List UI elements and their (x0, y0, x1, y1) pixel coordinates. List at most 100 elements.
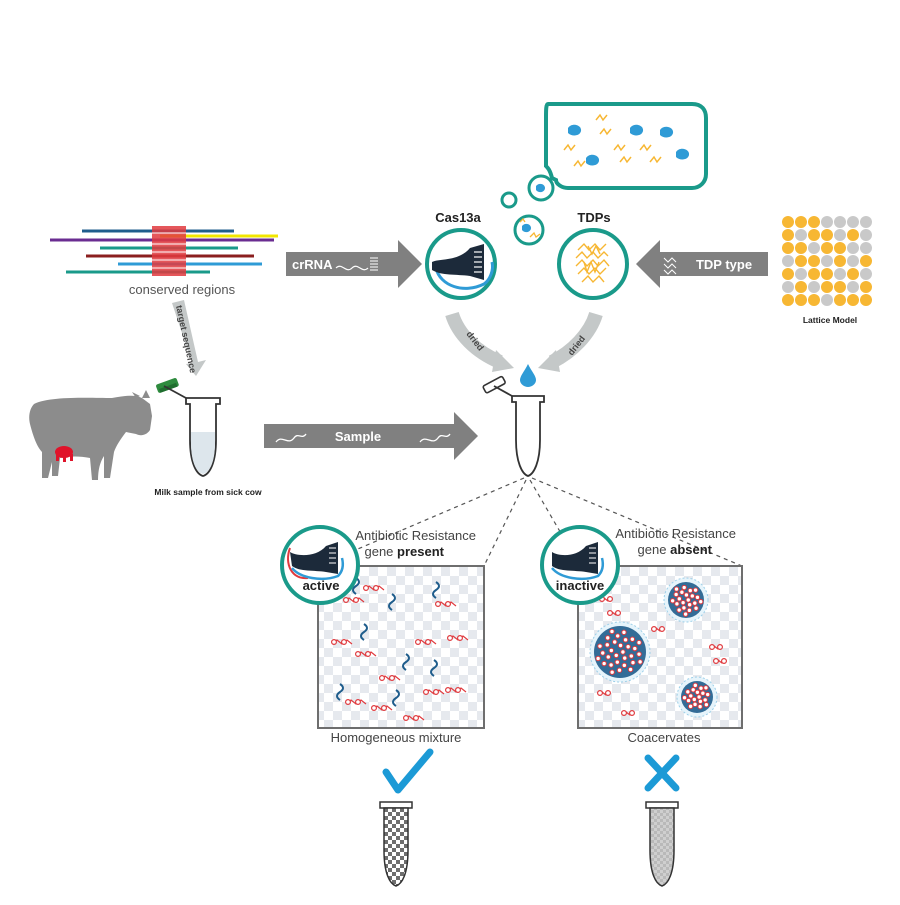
active-cas13a-icon (280, 525, 360, 605)
cross-icon (644, 754, 680, 792)
blue-squiggle (432, 581, 440, 599)
lattice-site (795, 255, 807, 267)
lattice-site (808, 229, 820, 241)
present-gene-prefix: gene (364, 544, 397, 559)
red-chain (447, 634, 469, 641)
lattice-site (782, 294, 794, 306)
absent-gene-prefix: gene (638, 542, 671, 557)
cow-icon (29, 390, 152, 480)
lattice-site (795, 268, 807, 280)
lattice-site (834, 294, 846, 306)
blue-squiggle (352, 577, 360, 595)
blue-squiggle (392, 689, 400, 707)
red-chain (403, 714, 425, 721)
lattice-site (795, 216, 807, 228)
result-tube-coacervates (645, 801, 679, 887)
cow-udder (55, 446, 73, 462)
lattice-site (860, 229, 872, 241)
conserved-regions-sequences (50, 226, 278, 276)
red-chain (363, 584, 385, 591)
lattice-site (847, 281, 859, 293)
red-chain (331, 638, 353, 645)
lattice-site (782, 242, 794, 254)
lattice-site (795, 281, 807, 293)
dried-arrow-right (538, 311, 603, 372)
target-sequence-label: target sequence (174, 304, 198, 374)
present-bold-word: present (397, 544, 445, 559)
checkmark-icon (382, 748, 434, 794)
lattice-model-label: Lattice Model (803, 315, 857, 325)
lattice-site (847, 216, 859, 228)
lattice-site (821, 216, 833, 228)
lattice-site (834, 255, 846, 267)
lattice-site (860, 294, 872, 306)
blue-squiggle (336, 683, 344, 701)
red-chain (343, 596, 365, 603)
lattice-site (808, 294, 820, 306)
target-sequence-arrow (172, 300, 206, 376)
conserved-regions-label: conserved regions (129, 282, 236, 297)
homogeneous-label: Homogeneous mixture (331, 730, 462, 745)
lattice-site (808, 242, 820, 254)
coacervate-droplet (589, 621, 651, 683)
red-chain (435, 600, 457, 607)
sample-arrow (264, 412, 478, 460)
lattice-site (808, 281, 820, 293)
red-chain (596, 689, 611, 696)
inactive-label: inactive (556, 578, 604, 593)
lattice-site (782, 281, 794, 293)
red-chain (379, 674, 401, 681)
tdps-label: TDPs (577, 210, 610, 225)
coacervate-droplet (676, 676, 718, 718)
blue-squiggle (430, 659, 438, 677)
homogeneous-particles (331, 577, 469, 721)
red-chain (712, 657, 727, 664)
result-tube-homogeneous (379, 801, 413, 887)
red-chain (708, 643, 723, 650)
tdp-type-arrow (636, 240, 768, 288)
lattice-site (795, 294, 807, 306)
red-chain (650, 625, 665, 632)
lattice-site (821, 255, 833, 267)
water-droplet-icon (520, 364, 536, 387)
protein-thought-bubble (544, 102, 708, 190)
crrna-arrow (286, 240, 422, 288)
thought-bubbles (500, 174, 555, 246)
lattice-site (795, 229, 807, 241)
lattice-site (847, 229, 859, 241)
red-chain (445, 686, 467, 693)
lattice-site (821, 242, 833, 254)
lattice-site (782, 268, 794, 280)
coacervates-label: Coacervates (628, 730, 701, 745)
lattice-site (860, 242, 872, 254)
lattice-site (847, 242, 859, 254)
lattice-site (834, 268, 846, 280)
tdp-type-label: TDP type (696, 257, 752, 272)
present-text-line2: gene present (364, 544, 444, 559)
blue-squiggle (388, 593, 396, 611)
lattice-site (821, 294, 833, 306)
cas13a-icon (425, 228, 497, 300)
present-text-line1: Antibiotic Resistance (355, 528, 476, 543)
coacervate-droplet (663, 577, 709, 623)
lattice-site (834, 281, 846, 293)
lattice-site (860, 255, 872, 267)
lattice-site (821, 268, 833, 280)
lattice-site (860, 268, 872, 280)
lattice-site (782, 216, 794, 228)
lattice-site (860, 216, 872, 228)
center-tube-icon (482, 375, 545, 477)
red-chain (345, 698, 367, 705)
crrna-label: crRNA (292, 257, 333, 272)
milk-sample-label: Milk sample from sick cow (154, 487, 262, 497)
absent-text-line1: Antibiotic Resistance (615, 526, 736, 541)
red-chain (606, 609, 621, 616)
cas13a-label: Cas13a (435, 210, 481, 225)
inactive-cas13a-icon (540, 525, 620, 605)
lattice-site (834, 242, 846, 254)
red-chain (371, 704, 393, 711)
lattice-site (808, 255, 820, 267)
active-label: active (303, 578, 340, 593)
lattice-site (847, 255, 859, 267)
